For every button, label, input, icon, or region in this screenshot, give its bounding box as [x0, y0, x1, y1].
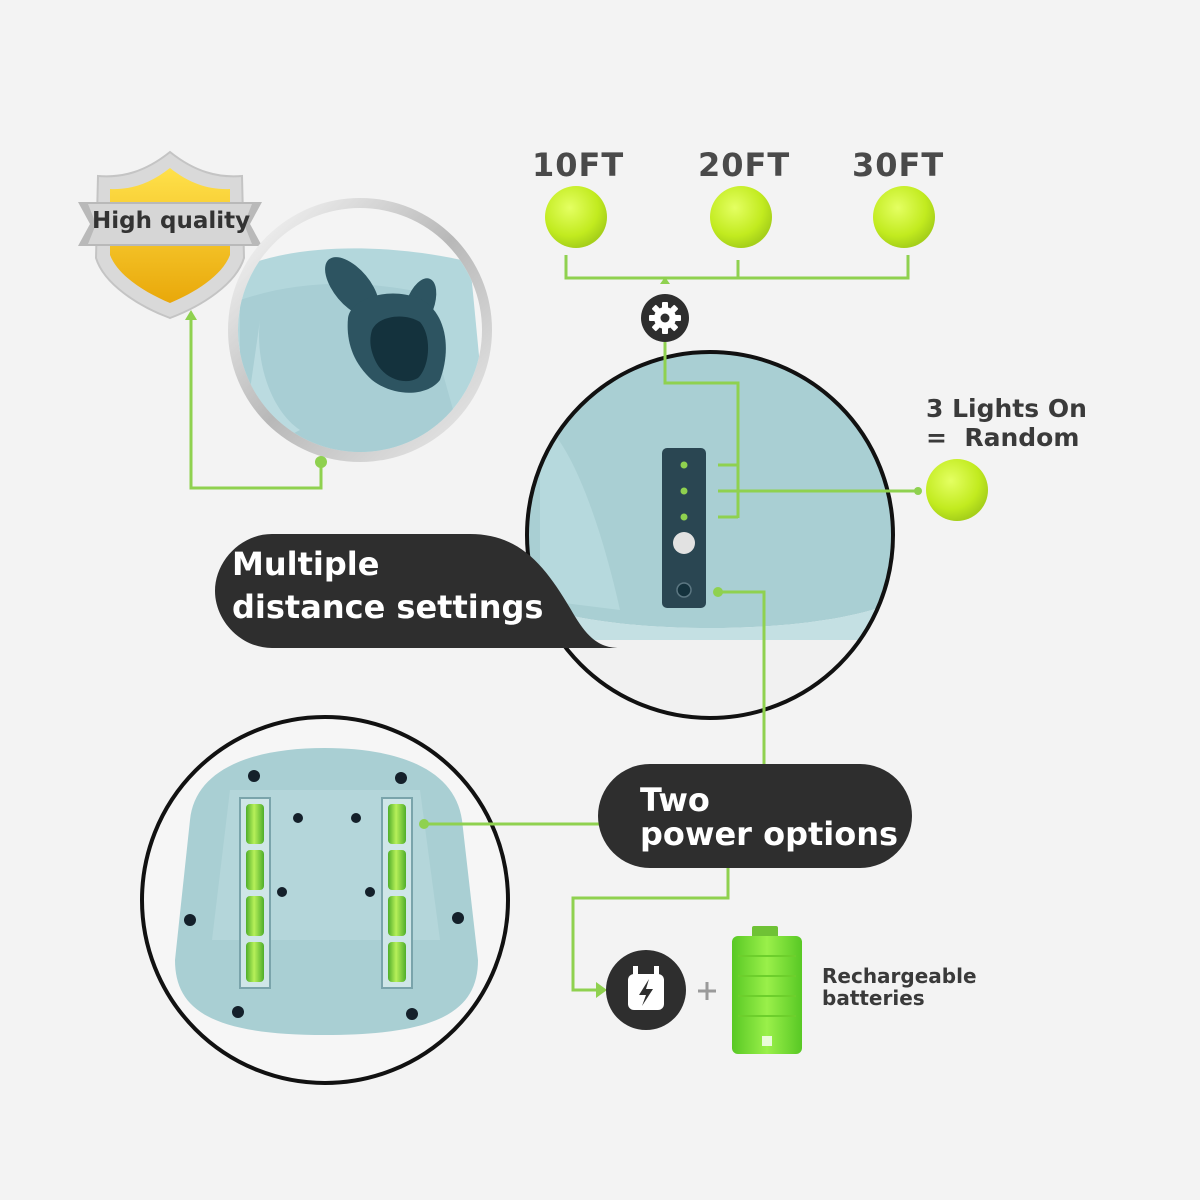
- launcher-outlet-closeup: [228, 198, 492, 462]
- badge-text: High quality: [92, 208, 251, 234]
- indicator-light-1: [680, 461, 688, 469]
- distance-label-2: 20FT: [698, 146, 791, 184]
- battery-label-line-2: batteries: [822, 986, 925, 1010]
- distance-callout-line-2: distance settings: [232, 588, 544, 626]
- control-strip: [662, 448, 706, 608]
- badge-connector-line: [185, 310, 327, 490]
- charger-plug-icon: [606, 950, 686, 1030]
- plus-icon: [698, 982, 716, 1000]
- power-callout-line-2: power options: [640, 815, 899, 853]
- ball-exit-icon: [325, 257, 446, 393]
- power-connector-lines: [424, 822, 730, 992]
- gear-icon: [641, 294, 689, 342]
- power-callout-pill: [598, 764, 912, 868]
- distance-label-3: 30FT: [852, 146, 945, 184]
- battery-label-line-1: Rechargeable: [822, 964, 977, 988]
- random-mode-line-2: = Random: [926, 423, 1080, 452]
- random-mode-line-1: 3 Lights On: [926, 394, 1087, 423]
- distance-callout-pill: [215, 534, 620, 648]
- tennis-ball-icon: [710, 186, 772, 248]
- distance-label-1: 10FT: [532, 146, 625, 184]
- tennis-ball-icon: [545, 186, 607, 248]
- battery-cells-right: [381, 797, 413, 989]
- indicator-light-2: [680, 487, 688, 495]
- control-panel-closeup: [525, 350, 895, 720]
- charging-port: [676, 582, 692, 598]
- panel-connector-lines: [663, 342, 918, 766]
- random-tennis-ball-icon: [926, 459, 988, 521]
- distance-button: [673, 532, 695, 554]
- power-callout-line-1: Two: [640, 781, 710, 819]
- distance-balls: [545, 186, 935, 248]
- battery-compartment-closeup: [140, 715, 510, 1085]
- distance-bracket: [564, 255, 910, 284]
- distance-callout-line-1: Multiple: [232, 545, 380, 583]
- tennis-ball-icon: [873, 186, 935, 248]
- battery-icon: [732, 926, 802, 1054]
- quality-shield-badge: [78, 150, 262, 320]
- battery-cells-left: [239, 797, 271, 989]
- indicator-light-3: [680, 513, 688, 521]
